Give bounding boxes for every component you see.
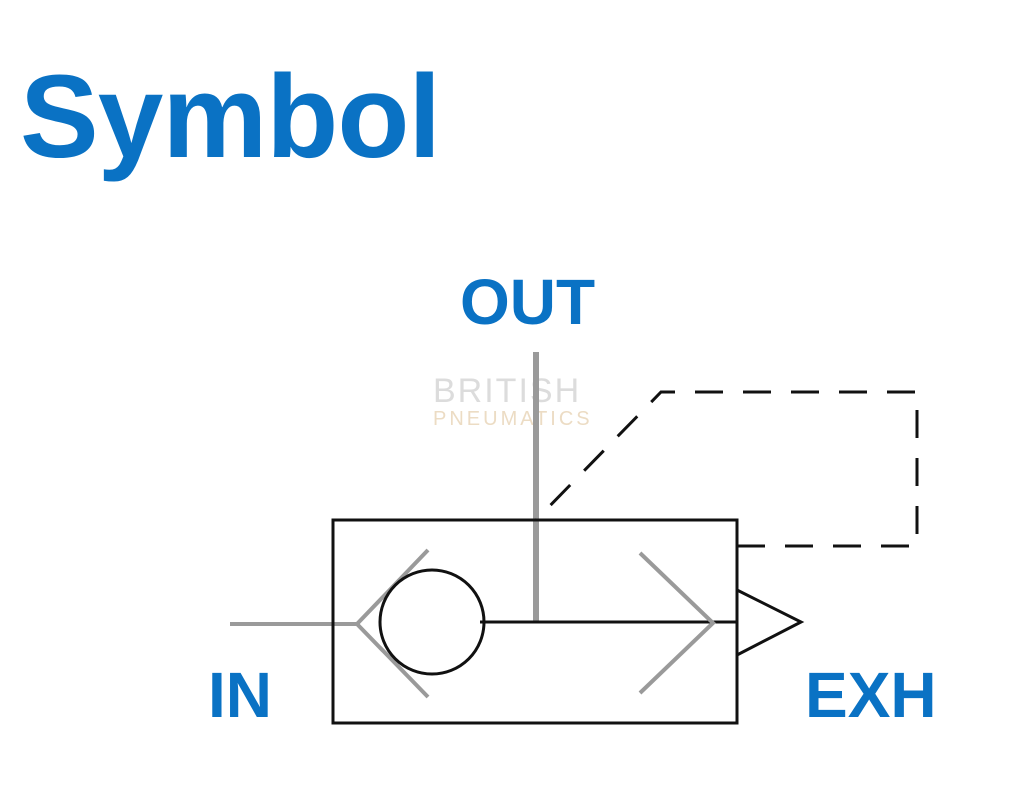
out-port-label: OUT (460, 266, 595, 338)
in-port-label: IN (208, 659, 272, 731)
watermark-line-2: PNEUMATICS (433, 408, 593, 430)
check-valve-ball (378, 568, 486, 676)
pilot-line-dashed (534, 390, 919, 548)
exh-port-label: EXH (805, 659, 937, 731)
watermark-logo: BRITISH PNEUMATICS (433, 372, 593, 430)
exhaust-triangle (736, 588, 805, 657)
flow-chevron (638, 551, 716, 695)
check-valve-seat (354, 548, 430, 699)
watermark-line-1: BRITISH (433, 372, 581, 410)
page-title: Symbol (20, 51, 441, 183)
